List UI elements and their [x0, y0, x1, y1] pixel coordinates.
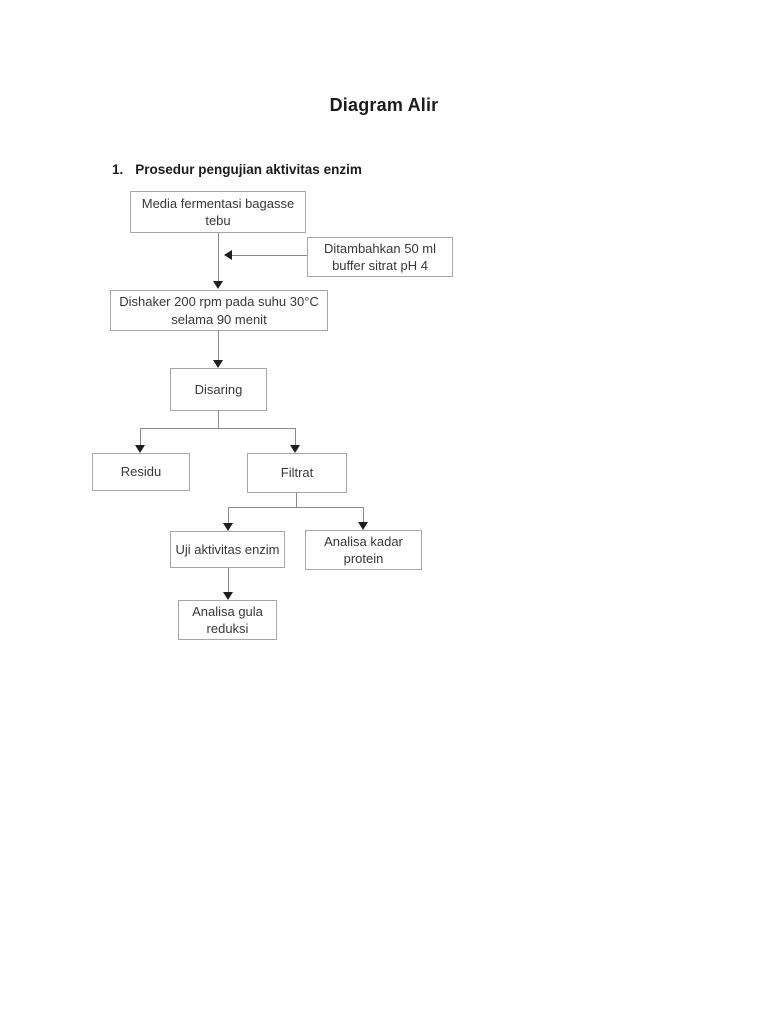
flow-node-uji-aktivitas-enzim: Uji aktivitas enzim: [170, 531, 285, 568]
connector-filtrat-stem: [296, 493, 297, 507]
connector-split-bar-1: [140, 428, 296, 429]
flow-node-media-fermentasi: Media fermentasi bagasse tebu: [130, 191, 306, 233]
arrowhead-down-icon: [223, 523, 233, 531]
flow-node-disaring: Disaring: [170, 368, 267, 411]
flow-node-residu: Residu: [92, 453, 190, 491]
section-heading-label: Prosedur pengujian aktivitas enzim: [135, 162, 362, 177]
arrowhead-down-icon: [223, 592, 233, 600]
connector-buffer-to-main: [229, 255, 307, 256]
flow-node-analisa-kadar-protein: Analisa kadar protein: [305, 530, 422, 570]
flow-node-dishaker: Dishaker 200 rpm pada suhu 30°C selama 9…: [110, 290, 328, 331]
arrowhead-down-icon: [358, 522, 368, 530]
arrowhead-down-icon: [290, 445, 300, 453]
connector-to-protein: [363, 507, 364, 522]
connector-split-bar-2: [228, 507, 364, 508]
arrowhead-down-icon: [135, 445, 145, 453]
flow-node-buffer-sitrat: Ditambahkan 50 ml buffer sitrat pH 4: [307, 237, 453, 277]
section-heading: 1. Prosedur pengujian aktivitas enzim: [112, 162, 362, 177]
connector-to-residu: [140, 428, 141, 445]
arrowhead-left-icon: [224, 250, 232, 260]
connector-media-to-dishaker: [218, 233, 219, 282]
section-number: 1.: [112, 162, 124, 177]
page-title: Diagram Alir: [329, 95, 439, 115]
flow-node-filtrat: Filtrat: [247, 453, 347, 493]
connector-uji-to-gula: [228, 568, 229, 592]
arrowhead-down-icon: [213, 281, 223, 289]
flow-node-analisa-gula-reduksi: Analisa gula reduksi: [178, 600, 277, 640]
arrowhead-down-icon: [213, 360, 223, 368]
connector-dishaker-to-disaring: [218, 331, 219, 361]
connector-to-uji: [228, 507, 229, 523]
connector-disaring-stem: [218, 411, 219, 428]
connector-to-filtrat: [295, 428, 296, 445]
